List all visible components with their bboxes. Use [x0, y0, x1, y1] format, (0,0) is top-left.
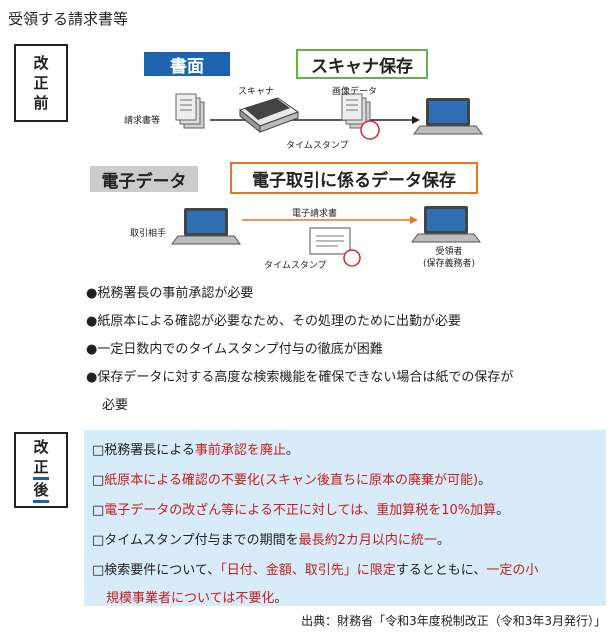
recipient-label-sub: (保存義務者) — [422, 259, 476, 269]
timestamp-label: タイムスタンプ — [264, 261, 327, 271]
list-item: □電子データの改ざん等による不正に対しては、重加算税を10%加算。 — [92, 496, 602, 526]
item-text: 。 — [496, 503, 510, 518]
item-highlight: 紙原本による確認の不要化(スキャン後直ちに原本の廃棄が可能) — [104, 473, 479, 488]
item-text: □ — [92, 473, 105, 488]
timestamp-stamp-icon — [360, 120, 380, 140]
scan-storage-header: スキャナ保存 — [296, 49, 428, 79]
after-label-char: 正 — [33, 457, 49, 480]
item-highlight: 最長約2カ月以内に統一 — [298, 533, 437, 548]
after-label: 改 正 後 — [14, 432, 68, 508]
page-title: 受領する請求書等 — [8, 10, 129, 28]
electronic-storage-header: 電子取引に係るデータ保存 — [230, 162, 478, 194]
list-item: □税務署長による事前承認を廃止。 — [92, 436, 602, 466]
list-item: ●保存データに対する高度な検索機能を確保できない場合は紙での保存が — [86, 370, 514, 385]
before-label-char: 正 — [33, 74, 49, 92]
item-text: 。 — [274, 591, 288, 606]
item-text: するとともに、 — [395, 563, 487, 578]
counterparty-laptop-icon — [171, 208, 241, 245]
item-highlight: 「日付、金額、取引先」に限定 — [220, 563, 396, 578]
invoice-document-icon — [175, 93, 205, 129]
list-item: □紙原本による確認の不要化(スキャン後直ちに原本の廃棄が可能)。 — [92, 466, 602, 496]
recipient-label-main: 受領者 — [435, 247, 463, 257]
counterparty-label: 取引相手 — [130, 229, 167, 239]
item-text: □タイムスタンプ付与までの期間を — [92, 533, 299, 548]
recipient-laptop-icon — [411, 206, 481, 243]
before-label-char: 改 — [33, 54, 49, 72]
image-data-label: 画像データ — [332, 87, 378, 97]
item-highlight: 事前承認を廃止 — [194, 443, 286, 458]
timestamp-label: タイムスタンプ — [286, 141, 349, 151]
item-text: 。 — [436, 533, 450, 548]
list-item-continuation: 必要 — [102, 398, 129, 413]
source-note: 出典：財務省「令和3年度税制改正（令和3年3月発行）」 — [301, 614, 606, 628]
e-invoice-label: 電子請求書 — [292, 209, 338, 219]
recipient-label: 受領者 (保存義務者) — [414, 246, 484, 270]
after-label-char: 後 — [33, 480, 49, 503]
electronic-data-header: 電子データ — [90, 166, 198, 192]
after-item-list: □税務署長による事前承認を廃止。 □紙原本による確認の不要化(スキャン後直ちに原… — [92, 436, 602, 612]
item-highlight: 一定の小 — [486, 563, 539, 578]
item-text: □税務署長による — [92, 443, 195, 458]
before-bullet-list: ●税務署長の事前承認が必要 ●紙原本による確認が必要なため、その処理のために出勤… — [86, 280, 606, 420]
scanner-label: スキャナ — [238, 87, 275, 97]
item-text: □検索要件について、 — [92, 563, 221, 578]
invoices-label: 請求書等 — [124, 116, 161, 126]
after-panel — [84, 430, 606, 606]
list-item: ●一定日数内でのタイムスタンプ付与の徹底が困難 — [86, 342, 383, 357]
electronic-flow-diagram — [171, 206, 481, 267]
e-invoice-icon — [309, 227, 351, 255]
item-text: 。 — [285, 443, 299, 458]
list-item-continuation: 規模事業者については不要化。 — [92, 586, 602, 612]
list-item: □タイムスタンプ付与までの期間を最長約2カ月以内に統一。 — [92, 526, 602, 556]
paper-flow-diagram — [175, 93, 483, 140]
scanner-icon — [238, 97, 300, 134]
item-text: 。 — [478, 473, 492, 488]
after-label-char: 改 — [33, 438, 49, 456]
paper-header: 書面 — [144, 52, 230, 77]
image-data-icon — [341, 93, 371, 129]
timestamp-stamp-icon — [343, 249, 361, 267]
before-label-char: 前 — [33, 94, 49, 112]
item-highlight: 規模事業者については不要化 — [106, 591, 275, 606]
laptop-icon — [413, 98, 483, 135]
list-item: ●税務署長の事前承認が必要 — [86, 286, 254, 301]
list-item: ●紙原本による確認が必要なため、その処理のために出勤が必要 — [86, 314, 461, 329]
item-text: □ — [92, 503, 105, 518]
list-item: □検索要件について、「日付、金額、取引先」に限定するとともに、一定の小 — [92, 556, 602, 586]
item-highlight: 電子データの改ざん等による不正に対しては、重加算税を10%加算 — [104, 503, 497, 518]
before-label: 改 正 前 — [14, 44, 68, 122]
